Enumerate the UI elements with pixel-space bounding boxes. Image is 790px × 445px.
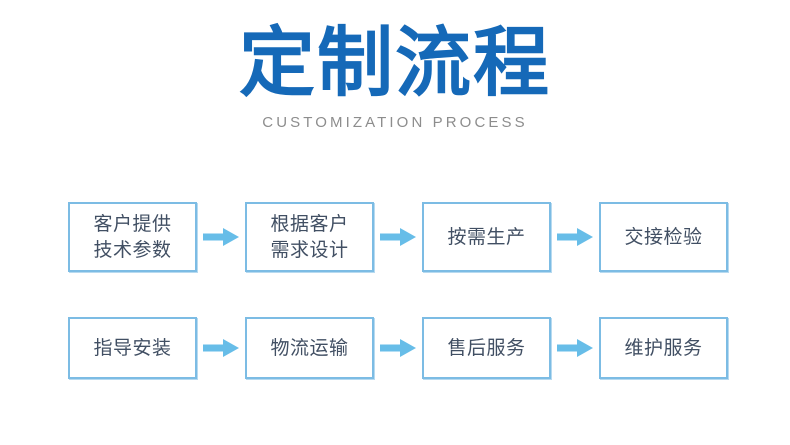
flow-step-box[interactable]: 维护服务	[599, 317, 728, 379]
flow-step-label: 售后服务	[447, 337, 526, 359]
arrow-right-icon	[551, 222, 599, 252]
flow-row-2: 指导安装 物流运输 售后服务 维护服务	[68, 317, 728, 379]
flow-step-box[interactable]: 指导安装	[68, 317, 197, 379]
flow-step-label: 根据客户 需求设计	[270, 213, 349, 261]
arrow-right-icon	[551, 333, 599, 363]
flow-step-box[interactable]: 售后服务	[422, 317, 551, 379]
flow-step-label: 维护服务	[624, 337, 703, 359]
arrow-right-icon	[197, 333, 245, 363]
flow-step-box[interactable]: 物流运输	[245, 317, 374, 379]
flow-step-box[interactable]: 根据客户 需求设计	[245, 202, 374, 272]
flow-step-label: 按需生产	[447, 226, 526, 248]
flow-row-1: 客户提供 技术参数 根据客户 需求设计 按需生产 交接检验	[68, 202, 728, 272]
page-title: 定制流程	[239, 18, 551, 107]
header: 定制流程 CUSTOMIZATION PROCESS	[0, 20, 790, 132]
flow-step-box[interactable]: 客户提供 技术参数	[68, 202, 197, 272]
flow-step-label: 物流运输	[270, 337, 349, 359]
flow-step-label: 指导安装	[93, 337, 172, 359]
arrow-right-icon	[374, 333, 422, 363]
arrow-right-icon	[197, 222, 245, 252]
flow-step-box[interactable]: 交接检验	[599, 202, 728, 272]
flow-step-label: 交接检验	[624, 226, 703, 248]
flow-step-label: 客户提供 技术参数	[93, 213, 172, 261]
flow-step-box[interactable]: 按需生产	[422, 202, 551, 272]
arrow-right-icon	[374, 222, 422, 252]
page-subtitle: CUSTOMIZATION PROCESS	[262, 114, 528, 131]
